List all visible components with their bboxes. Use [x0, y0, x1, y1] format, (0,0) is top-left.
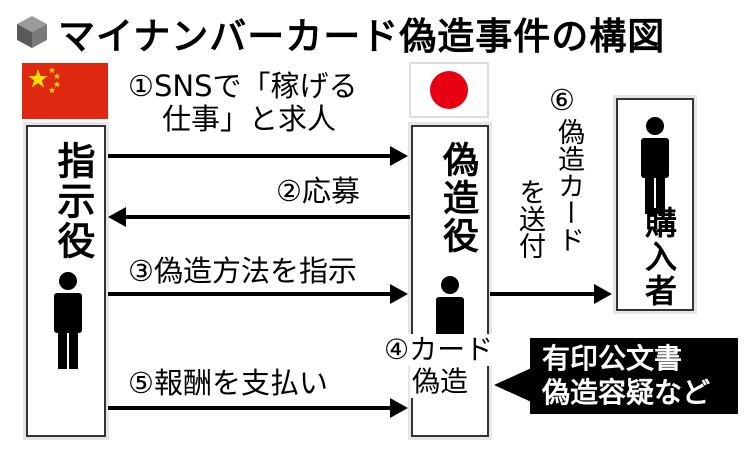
- buyer-label: 購入者: [640, 206, 678, 308]
- arrow-step5: [108, 398, 408, 418]
- step2-label: ②応募: [276, 174, 360, 208]
- callout-pointer: [494, 365, 538, 405]
- japan-flag-circle: [430, 71, 468, 109]
- step5-label: ⑤報酬を支払い: [128, 366, 328, 400]
- diagram-title: マイナンバーカード偽造事件の構図: [58, 15, 666, 58]
- step1-line1: ①SNSで「稼げる: [128, 69, 358, 103]
- step3-label: ③偽造方法を指示: [128, 254, 357, 288]
- instructor-box: 指示役: [26, 125, 106, 437]
- arrow-step1: [108, 146, 408, 166]
- step6-number: ⑥: [549, 83, 575, 117]
- step4-label: ④カード 偽造: [382, 333, 496, 399]
- step1-line2: 仕事」と求人: [162, 102, 337, 137]
- step6-col2: を送付: [514, 178, 545, 259]
- china-flag: [22, 63, 108, 119]
- step4-line2: 偽造: [410, 365, 474, 399]
- step4-line1: ④カード: [382, 333, 496, 367]
- callout-line2: 偽造容疑など: [542, 376, 711, 410]
- buyer-box: 購入者: [616, 98, 694, 311]
- callout-box: 有印公文書 偽造容疑など: [530, 338, 738, 415]
- instructor-person-icon: [54, 272, 82, 369]
- arrow-step2: [108, 207, 410, 227]
- forger-label: 偽造役: [437, 141, 478, 255]
- cube-icon: [17, 16, 47, 48]
- japan-flag: [409, 62, 489, 118]
- step6-col1: 偽造カード: [553, 118, 584, 253]
- arrow-step3: [108, 284, 408, 304]
- arrow-step6: [490, 284, 612, 304]
- buyer-person-icon: [641, 117, 669, 214]
- instructor-label: 指示役: [51, 141, 95, 261]
- callout-line1: 有印公文書: [542, 342, 683, 375]
- step1-label: ①SNSで「稼げる 仕事」と求人: [128, 69, 358, 137]
